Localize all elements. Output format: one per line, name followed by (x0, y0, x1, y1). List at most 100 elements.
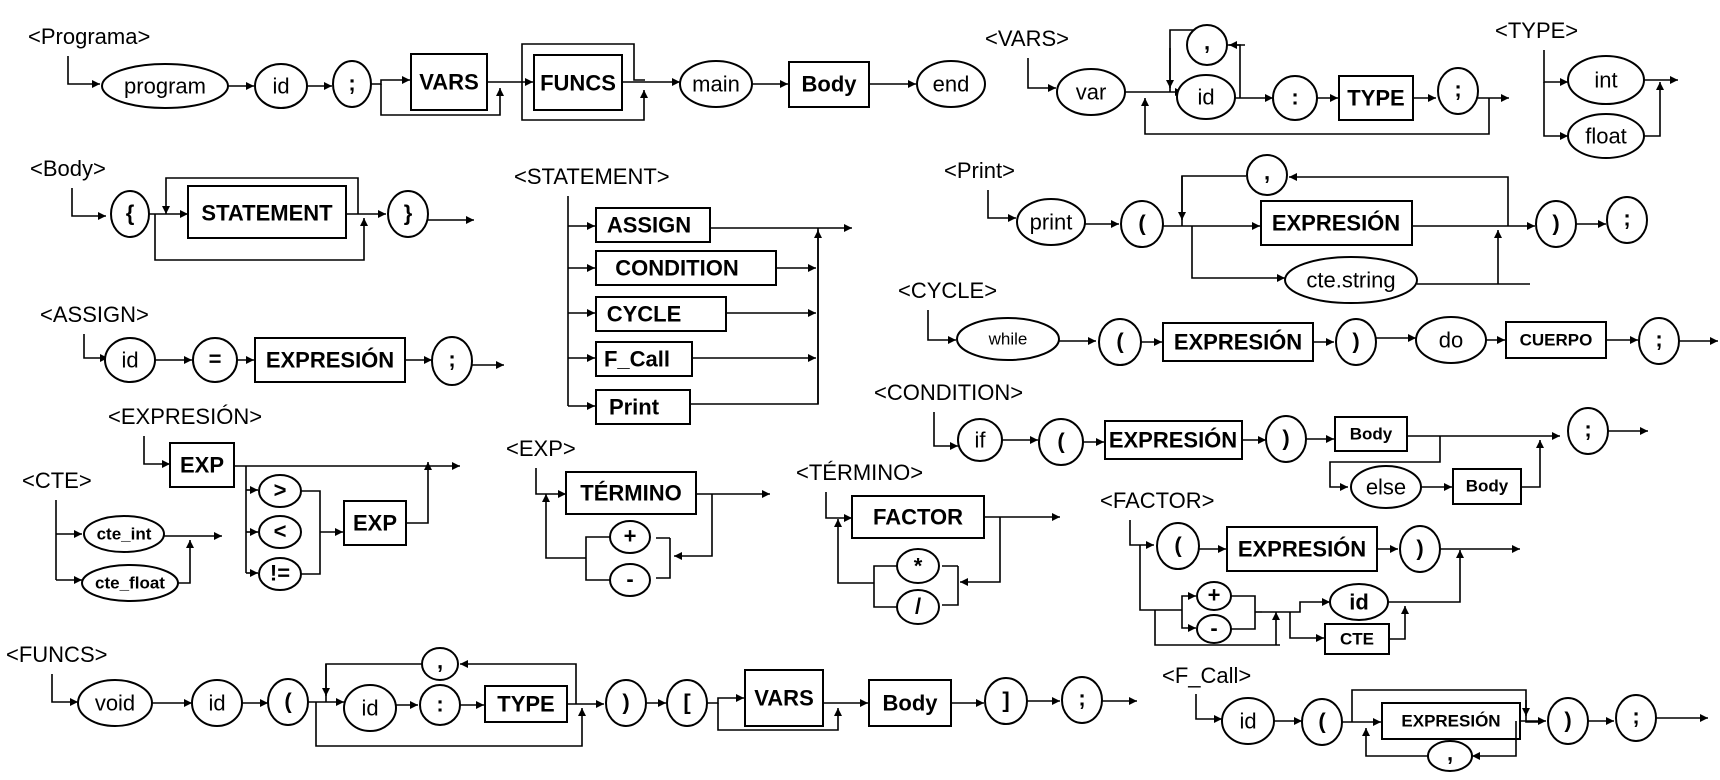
rule-factor: <FACTOR> ( EXPRESIÓN ) + - id CTE (1100, 488, 1520, 655)
funcs-colon-token: : (436, 692, 443, 717)
fcall-lparen-token: ( (1318, 709, 1326, 734)
expresion-lt-token: < (274, 519, 287, 544)
cycle-semicolon-token: ; (1655, 327, 1662, 352)
factor-expresion-rule: EXPRESIÓN (1238, 537, 1366, 562)
rule-cycle: <CYCLE> while ( EXPRESIÓN ) do CUERPO ; (898, 278, 1718, 366)
condition-rparen-token: ) (1282, 426, 1289, 451)
expresion-ne-token: != (270, 561, 290, 586)
condition-if-token: if (975, 428, 987, 453)
rule-programa: <Programa> program id ; VARS FUNCS main … (28, 24, 986, 121)
rule-vars: <VARS> var id , : TYPE ; (985, 24, 1509, 135)
assign-expresion-rule: EXPRESIÓN (266, 348, 394, 373)
funcs-lparen-token: ( (284, 689, 292, 714)
condition-else-token: else (1366, 475, 1406, 500)
type-int-token: int (1594, 68, 1617, 93)
cycle-cuerpo-rule: CUERPO (1520, 331, 1593, 350)
statement-assign-rule: ASSIGN (607, 213, 691, 238)
print-lparen-token: ( (1138, 211, 1146, 236)
heading-body: <Body> (30, 156, 106, 181)
rule-fcall: <F_Call> id ( EXPRESIÓN , ) ; (1162, 663, 1708, 772)
rule-assign: <ASSIGN> id = EXPRESIÓN ; (40, 302, 504, 386)
rule-statement: <STATEMENT> ASSIGN CONDITION CYCLE F_Cal… (514, 164, 852, 425)
cycle-do-token: do (1439, 328, 1463, 353)
funcs-lbrack-token: [ (683, 690, 691, 715)
programa-vars-rule: VARS (419, 70, 479, 95)
rule-funcs: <FUNCS> void id ( , id : TYPE ) [ VARS (6, 642, 1137, 747)
heading-statement: <STATEMENT> (514, 164, 670, 189)
funcs-body-rule: Body (883, 691, 939, 716)
cte-float-token: cte_float (95, 574, 165, 593)
condition-body-rule: Body (1350, 425, 1393, 444)
funcs-void-token: void (95, 691, 135, 716)
heading-cycle: <CYCLE> (898, 278, 997, 303)
funcs-id2-token: id (361, 696, 378, 721)
rule-cte: <CTE> cte_int cte_float (22, 468, 222, 602)
rule-exp: <EXP> TÉRMINO + - (506, 436, 770, 597)
rule-body: <Body> { STATEMENT } (30, 156, 474, 261)
funcs-rbrack-token: ] (1002, 688, 1009, 713)
statement-cycle-rule: CYCLE (607, 302, 682, 327)
body-lbrace-token: { (126, 201, 135, 226)
heading-programa: <Programa> (28, 24, 150, 49)
exp-termino-rule: TÉRMINO (580, 481, 681, 506)
heading-vars: <VARS> (985, 26, 1069, 51)
heading-cte: <CTE> (22, 468, 92, 493)
condition-body2-rule: Body (1466, 477, 1509, 496)
rule-type: <TYPE> int float (1495, 18, 1678, 159)
statement-print-rule: Print (609, 395, 660, 420)
factor-rparen-token: ) (1416, 536, 1423, 561)
condition-semicolon-token: ; (1584, 417, 1591, 442)
assign-semicolon-token: ; (448, 347, 455, 372)
funcs-rparen-token: ) (622, 690, 629, 715)
fcall-expresion-rule: EXPRESIÓN (1401, 712, 1500, 731)
cte-int-token: cte_int (97, 525, 152, 544)
print-rparen-token: ) (1552, 211, 1559, 236)
programa-program-token: program (124, 74, 206, 99)
body-statement-rule: STATEMENT (201, 201, 333, 226)
termino-factor-rule: FACTOR (873, 505, 963, 530)
condition-expresion-rule: EXPRESIÓN (1109, 428, 1237, 453)
expresion-gt-token: > (274, 478, 287, 503)
exp-minus-token: - (626, 567, 633, 592)
assign-eq-token: = (209, 347, 222, 372)
fcall-rparen-token: ) (1564, 708, 1571, 733)
vars-colon-token: : (1291, 85, 1298, 110)
rule-print: <Print> print ( , EXPRESIÓN cte.string )… (944, 154, 1648, 304)
vars-type-rule: TYPE (1347, 86, 1404, 111)
statement-fcall-rule: F_Call (604, 347, 670, 372)
vars-id-token: id (1197, 85, 1214, 110)
programa-end-token: end (933, 72, 970, 97)
programa-main-token: main (692, 72, 740, 97)
programa-semicolon-token: ; (348, 71, 355, 96)
assign-id-token: id (121, 348, 138, 373)
heading-exp: <EXP> (506, 436, 576, 461)
rule-expresion: <EXPRESIÓN> EXP > < != EXP (108, 404, 460, 591)
funcs-vars-rule: VARS (754, 686, 814, 711)
cycle-expresion-rule: EXPRESIÓN (1174, 330, 1302, 355)
factor-minus-token: - (1210, 616, 1217, 641)
cycle-while-token: while (988, 330, 1028, 349)
expresion-exp-rule: EXP (180, 453, 224, 478)
body-rbrace-token: } (404, 201, 413, 226)
factor-cte-rule: CTE (1340, 630, 1374, 649)
heading-expresion: <EXPRESIÓN> (108, 404, 262, 429)
programa-body-rule: Body (802, 72, 858, 97)
factor-id-token: id (1349, 590, 1369, 615)
heading-funcs: <FUNCS> (6, 642, 107, 667)
programa-funcs-rule: FUNCS (540, 71, 616, 96)
funcs-id-token: id (208, 691, 225, 716)
vars-comma-token: , (1204, 30, 1210, 55)
heading-assign: <ASSIGN> (40, 302, 149, 327)
termino-div-token: / (915, 594, 921, 619)
funcs-type-rule: TYPE (497, 692, 554, 717)
fcall-comma-token: , (1447, 741, 1453, 766)
heading-type: <TYPE> (1495, 18, 1578, 43)
termino-mult-token: * (914, 554, 923, 579)
heading-print: <Print> (944, 158, 1015, 183)
print-print-token: print (1030, 210, 1073, 235)
print-semicolon-token: ; (1623, 206, 1630, 231)
heading-fcall: <F_Call> (1162, 663, 1251, 688)
print-comma-token: , (1264, 160, 1270, 185)
funcs-comma-token: , (437, 649, 443, 674)
